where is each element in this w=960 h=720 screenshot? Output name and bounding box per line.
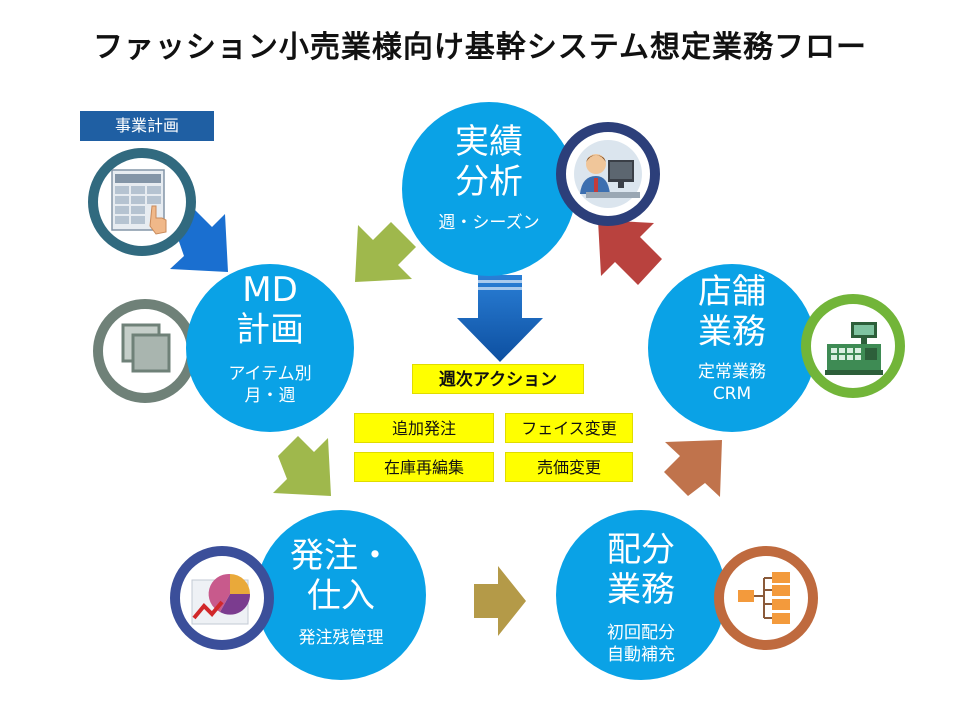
weekly-action-title: 週次アクション	[412, 364, 584, 394]
results-title-2: 分析	[455, 162, 523, 202]
md-sub-1: アイテム別	[228, 364, 312, 384]
md-sub-2: 月・週	[244, 386, 296, 406]
results-sub-1: 週・シーズン	[438, 213, 540, 233]
node-allocation: 配分 業務 初回配分 自動補充	[556, 510, 726, 680]
order-title-1: 発注・	[290, 536, 392, 576]
allocation-sub-2: 自動補充	[607, 645, 675, 665]
desk-person-icon	[556, 122, 660, 226]
store-title-2: 業務	[698, 312, 766, 352]
page-title: ファッション小売業様向け基幹システム想定業務フロー	[92, 30, 868, 65]
node-store-operations: 店舗 業務 定常業務 CRM	[648, 264, 816, 432]
hierarchy-icon	[714, 546, 818, 650]
spreadsheet-hand-icon	[88, 148, 196, 256]
allocation-sub-1: 初回配分	[607, 623, 675, 643]
action-additional-order: 追加発注	[354, 413, 494, 443]
md-title-2: 計画	[236, 310, 304, 350]
arrow-results-to-action	[457, 275, 543, 362]
cash-register-icon	[801, 294, 905, 398]
allocation-title-1: 配分	[607, 530, 675, 570]
action-face-change: フェイス変更	[505, 413, 633, 443]
node-results-analysis: 実績 分析 週・シーズン	[402, 102, 576, 276]
arrow-store-to-results	[598, 220, 662, 285]
store-sub-1: 定常業務	[698, 362, 766, 382]
business-plan-label: 事業計画	[80, 111, 214, 141]
node-order-purchasing: 発注・ 仕入 発注残管理	[256, 510, 426, 680]
order-sub-1: 発注残管理	[298, 628, 384, 648]
arrow-results-to-md	[355, 222, 416, 282]
stacked-documents-icon	[93, 299, 197, 403]
store-sub-2: CRM	[712, 384, 752, 404]
arrow-allocation-to-store	[664, 440, 722, 497]
arrow-order-to-allocation	[474, 566, 526, 636]
pie-chart-icon	[170, 546, 274, 650]
results-title-1: 実績	[455, 122, 523, 162]
md-title-1: MD	[242, 270, 298, 310]
store-title-1: 店舗	[698, 272, 766, 312]
node-md-plan: MD 計画 アイテム別 月・週	[186, 264, 354, 432]
order-title-2: 仕入	[307, 576, 375, 616]
allocation-title-2: 業務	[607, 570, 675, 610]
arrow-md-to-order	[273, 436, 331, 496]
action-price-change: 売価変更	[505, 452, 633, 482]
action-inventory-reorganize: 在庫再編集	[354, 452, 494, 482]
